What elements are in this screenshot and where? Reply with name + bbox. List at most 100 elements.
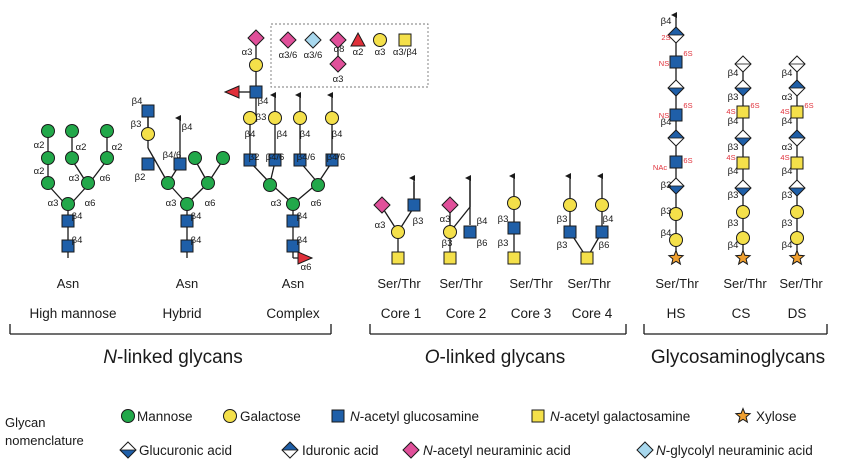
linkage-label: α6 <box>301 262 312 273</box>
mannose-symbol <box>188 151 202 165</box>
neuac-symbol <box>373 196 391 214</box>
linkage-label: α2 <box>34 140 45 151</box>
galactose-symbol <box>268 111 282 125</box>
glcnac-symbol <box>180 239 194 253</box>
glucuronic-acid-symbol <box>788 179 806 197</box>
ser-thr-label: Ser/Thr <box>567 276 611 291</box>
galnac-symbol <box>531 409 545 423</box>
galactose-symbol <box>669 207 683 221</box>
xylose-symbol <box>734 249 752 266</box>
linkage-label: β4 <box>72 211 83 222</box>
linkage-label: α3 <box>166 198 177 209</box>
galactose-symbol <box>443 225 457 239</box>
mannose-symbol <box>201 176 215 190</box>
sulfation-label: NAc <box>653 163 667 172</box>
galactose-symbol <box>736 231 750 245</box>
linkage-label: β4 <box>277 129 288 140</box>
galactose-symbol <box>243 111 257 125</box>
sulfation-label: 4S <box>780 107 789 116</box>
linkage-label: β4/6 <box>266 152 285 163</box>
legend-label: Glucuronic acid <box>139 443 232 458</box>
ds-label: DS <box>788 306 807 321</box>
ser-thr-label: Ser/Thr <box>779 276 823 291</box>
glcnac-symbol <box>141 157 155 171</box>
sulfation-label: 6S <box>750 101 759 110</box>
neuac-symbol <box>441 196 459 214</box>
glcnac-symbol <box>669 55 683 69</box>
legend-label: N-acetyl neuraminic acid <box>423 443 571 458</box>
ser-thr-label: Ser/Thr <box>723 276 767 291</box>
mannose-symbol <box>41 124 55 138</box>
glcnac-symbol <box>268 153 282 167</box>
linkage-label: β3 <box>661 206 672 217</box>
glcnac-symbol <box>563 225 577 239</box>
glcnac-symbol <box>507 221 521 235</box>
mannose-symbol <box>180 197 194 211</box>
linkage-label: β3 <box>557 214 568 225</box>
glcnac-symbol <box>286 239 300 253</box>
linkage-label: β4 <box>258 96 269 107</box>
galnac-symbol <box>790 156 804 170</box>
iduronic-acid-symbol <box>667 129 685 147</box>
hybrid-label: Hybrid <box>162 306 201 321</box>
mannose-symbol <box>65 124 79 138</box>
mannose-symbol <box>100 124 114 138</box>
linkage-label: β3 <box>782 218 793 229</box>
ser-thr-label: Ser/Thr <box>377 276 421 291</box>
olinked-title: O-linked glycans <box>425 347 565 368</box>
legend-label: N-acetyl galactosamine <box>550 409 690 424</box>
galnac-symbol <box>736 105 750 119</box>
sulfation-label: 4S <box>726 153 735 162</box>
linkage-label: β2 <box>249 152 260 163</box>
glcnac-symbol <box>286 214 300 228</box>
linkage-label: β6 <box>477 238 488 249</box>
linkage-label: α3 <box>333 74 344 85</box>
sulfation-label: 6S <box>683 156 692 165</box>
glucuronic-acid-symbol <box>734 179 752 197</box>
linkage-label: β4/6 <box>327 152 346 163</box>
linkage-label: β3 <box>131 119 142 130</box>
linkage-label: β3 <box>498 214 509 225</box>
linkage-label: α3 <box>440 214 451 225</box>
glcnac-symbol <box>669 155 683 169</box>
iduronic-acid-symbol <box>281 441 299 459</box>
linkage-label: α3 <box>69 173 80 184</box>
linkage-label: β4/6 <box>163 150 182 161</box>
linkage-label: α8 <box>334 44 345 55</box>
linkage-label: β4 <box>728 68 739 79</box>
linkage-label: β3 <box>442 238 453 249</box>
iduronic-acid-symbol <box>667 26 685 44</box>
olinked-title-italic: O <box>425 347 440 368</box>
gag-title: Glycosaminoglycans <box>651 347 825 368</box>
linkage-label: α6 <box>205 198 216 209</box>
galactose-symbol <box>790 205 804 219</box>
ser-thr-label: Ser/Thr <box>655 276 699 291</box>
sulfation-label: 2S <box>661 33 670 42</box>
legend-heading: Glycan <box>5 415 45 430</box>
neugc-symbol <box>304 31 322 49</box>
neuac-symbol <box>279 31 297 49</box>
galnac-symbol <box>580 251 594 265</box>
galactose-symbol <box>507 196 521 210</box>
nlinked-title-rest: -linked glycans <box>117 347 243 368</box>
neuac-symbol <box>247 29 265 47</box>
ser-thr-label: Ser/Thr <box>509 276 553 291</box>
linkage-label: α3 <box>48 198 59 209</box>
linkage-label: β4 <box>191 211 202 222</box>
linkage-label: β4 <box>132 96 143 107</box>
sulfation-label: 6S <box>804 101 813 110</box>
core2-label: Core 2 <box>446 306 487 321</box>
linkage-label: β4 <box>300 129 311 140</box>
mannose-symbol <box>81 176 95 190</box>
linkage-label: β4 <box>782 68 793 79</box>
complex-label: Complex <box>266 306 320 321</box>
core4-label: Core 4 <box>572 306 613 321</box>
glcnac-symbol <box>595 225 609 239</box>
neuac-symbol <box>329 55 347 73</box>
linkage-label: α2 <box>112 142 123 153</box>
linkage-label: β4 <box>603 214 614 225</box>
asn-label: Asn <box>282 276 304 291</box>
olinked-title-rest: -linked glycans <box>440 347 566 368</box>
linkage-label: α2 <box>34 166 45 177</box>
